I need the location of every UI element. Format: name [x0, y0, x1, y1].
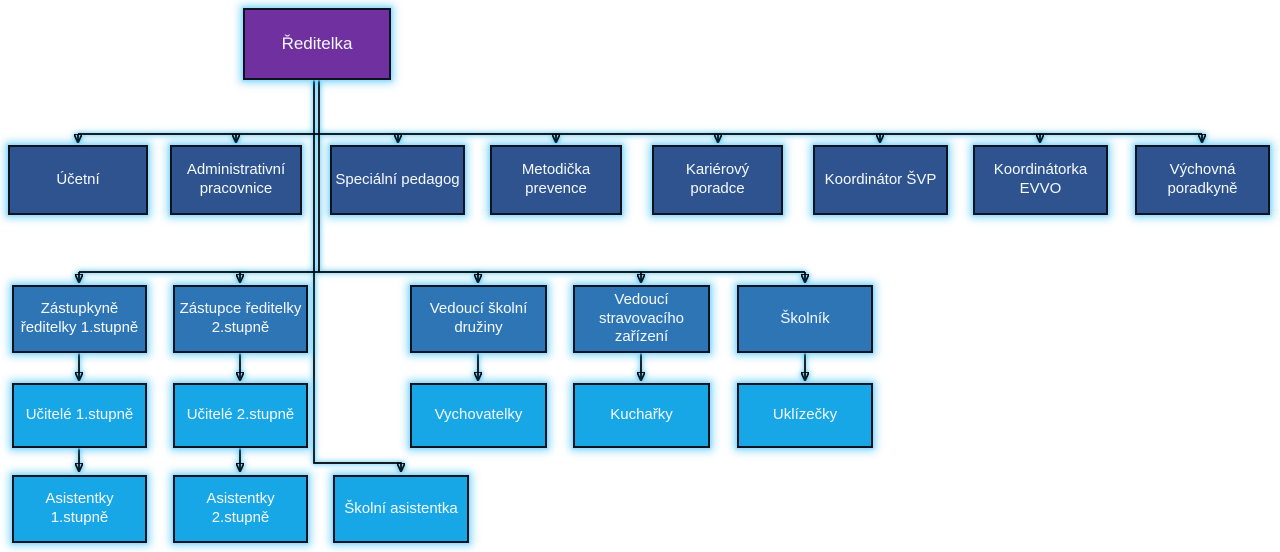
node-kucharky-label: Kuchařky	[610, 406, 673, 424]
node-koordinatorka-evvo-label: Koordinátorka EVVO	[993, 161, 1088, 197]
node-karierovy-poradce: Kariérový poradce	[652, 145, 783, 215]
node-uklizecky: Uklízečky	[737, 383, 873, 448]
node-administrativni-pracovnice-label: Administrativní pracovnice	[186, 161, 286, 197]
node-asistentky-2-stupne: Asistentky 2.stupně	[173, 475, 308, 543]
node-skolni-asistentka: Školní asistentka	[333, 475, 469, 543]
node-specialni-pedagog-label: Speciální pedagog	[335, 170, 460, 188]
node-skolnik: Školník	[737, 285, 873, 353]
node-koordinator-svp: Koordinátor ŠVP	[813, 145, 948, 215]
node-zastupkyne-reditelky-1-stupne-label: Zástupkyně ředitelky 1.stupně	[20, 300, 139, 336]
node-ucitele-2-stupne-label: Učitelé 2.stupně	[186, 406, 295, 424]
node-vedouci-stravovaciho-zarizeni: Vedoucí stravovacího zařízení	[573, 285, 710, 353]
node-zastupkyne-reditelky-1-stupne: Zástupkyně ředitelky 1.stupně	[12, 285, 147, 353]
node-reditelka-label: Ředitelka	[281, 34, 353, 54]
node-ucitele-2-stupne: Učitelé 2.stupně	[173, 383, 308, 448]
connector-trunk	[313, 80, 401, 471]
node-vychovatelky-label: Vychovatelky	[434, 406, 523, 424]
node-karierovy-poradce-label: Kariérový poradce	[685, 161, 750, 197]
node-skolnik-label: Školník	[780, 309, 830, 327]
node-uklizecky-label: Uklízečky	[772, 406, 838, 424]
node-vedouci-stravovaciho-zarizeni-label: Vedoucí stravovacího zařízení	[598, 291, 685, 346]
node-asistentky-1-stupne: Asistentky 1.stupně	[12, 475, 147, 543]
node-skolni-asistentka-label: Školní asistentka	[344, 499, 458, 517]
node-administrativni-pracovnice: Administrativní pracovnice	[170, 145, 302, 215]
node-koordinator-svp-label: Koordinátor ŠVP	[824, 170, 937, 188]
node-ucetni: Účetní	[8, 145, 148, 215]
node-asistentky-1-stupne-label: Asistentky 1.stupně	[45, 490, 114, 526]
node-vychovna-poradkyne-label: Výchovná poradkyně	[1167, 161, 1238, 197]
node-kucharky: Kuchařky	[573, 383, 710, 448]
node-metodicka-prevence-label: Metodička prevence	[521, 161, 591, 197]
node-metodicka-prevence: Metodička prevence	[490, 145, 622, 215]
node-ucitele-1-stupne: Učitelé 1.stupně	[12, 383, 147, 448]
node-vychovna-poradkyne: Výchovná poradkyně	[1135, 145, 1270, 215]
node-zastupce-reditelky-2-stupne: Zástupce ředitelky 2.stupně	[173, 285, 308, 353]
node-reditelka: Ředitelka	[243, 8, 391, 80]
node-koordinatorka-evvo: Koordinátorka EVVO	[973, 145, 1108, 215]
node-specialni-pedagog: Speciální pedagog	[330, 145, 465, 215]
node-vedouci-skolni-druziny: Vedoucí školní družiny	[410, 285, 547, 353]
node-ucitele-1-stupne-label: Učitelé 1.stupně	[25, 406, 134, 424]
node-vedouci-skolni-druziny-label: Vedoucí školní družiny	[429, 300, 528, 336]
node-vychovatelky: Vychovatelky	[410, 383, 547, 448]
node-zastupce-reditelky-2-stupne-label: Zástupce ředitelky 2.stupně	[179, 300, 302, 336]
node-asistentky-2-stupne-label: Asistentky 2.stupně	[206, 490, 275, 526]
node-ucetni-label: Účetní	[56, 170, 100, 188]
